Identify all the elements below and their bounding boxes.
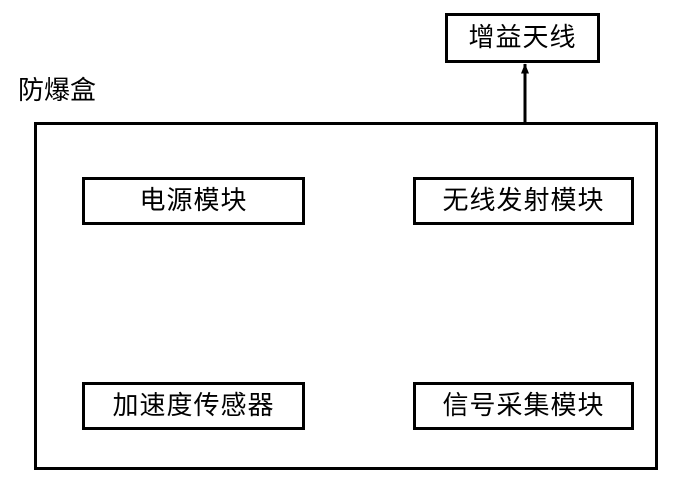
node-wireless-transmit-module-label: 无线发射模块 — [442, 186, 605, 216]
node-acceleration-sensor-label: 加速度传感器 — [112, 391, 275, 421]
node-power-module[interactable]: 电源模块 — [82, 177, 305, 225]
node-acceleration-sensor[interactable]: 加速度传感器 — [82, 382, 305, 430]
node-signal-acquisition-module-label: 信号采集模块 — [442, 391, 605, 421]
node-gain-antenna[interactable]: 增益天线 — [445, 13, 600, 63]
enclosure-title: 防爆盒 — [18, 76, 97, 106]
node-power-module-label: 电源模块 — [139, 186, 248, 216]
node-gain-antenna-label: 增益天线 — [468, 23, 577, 53]
node-wireless-transmit-module[interactable]: 无线发射模块 — [413, 177, 634, 225]
node-signal-acquisition-module[interactable]: 信号采集模块 — [413, 382, 634, 430]
